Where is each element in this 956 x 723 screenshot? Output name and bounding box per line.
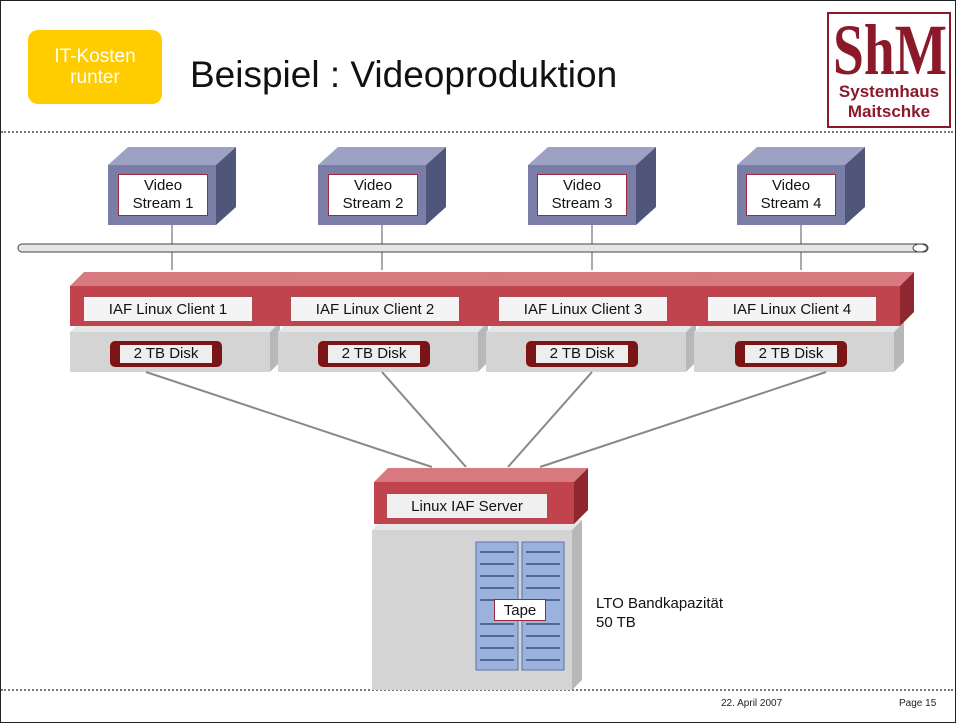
badge-line-1: IT-Kosten: [54, 46, 136, 67]
stream-label-3: Video Stream 3: [537, 174, 627, 216]
logo-line-1: Systemhaus: [838, 82, 940, 101]
stream-3-line-2: Stream 3: [551, 195, 613, 212]
footer-page: Page 15: [899, 698, 937, 709]
stream-3-line-1: Video: [562, 177, 602, 194]
topic-badge: IT-Kosten runter: [28, 30, 162, 104]
capacity-line-2: 50 TB: [596, 614, 636, 631]
client-label-1: IAF Linux Client 1: [83, 296, 253, 322]
network-bus: [17, 243, 929, 253]
client-links: [171, 252, 802, 270]
logo-mark-text: ShM: [833, 12, 947, 82]
stream-label-2: Video Stream 2: [328, 174, 418, 216]
stream-4-line-2: Stream 4: [760, 195, 822, 212]
stream-2-line-1: Video: [353, 177, 393, 194]
server-links: [145, 371, 827, 468]
stream-1-line-1: Video: [143, 177, 183, 194]
logo-mark: ShM: [833, 12, 947, 82]
stream-1-line-2: Stream 1: [132, 195, 194, 212]
capacity-line-1: LTO Bandkapazität: [596, 595, 724, 612]
stream-label-1: Video Stream 1: [118, 174, 208, 216]
client-label-2: IAF Linux Client 2: [290, 296, 460, 322]
client-label-4: IAF Linux Client 4: [707, 296, 877, 322]
stream-4-line-1: Video: [771, 177, 811, 194]
stream-2-line-2: Stream 2: [342, 195, 404, 212]
disk-label-1: 2 TB Disk: [110, 341, 222, 367]
server-label: Linux IAF Server: [386, 493, 548, 519]
stream-links: [171, 225, 802, 244]
stream-label-4: Video Stream 4: [746, 174, 836, 216]
slide-title: Beispiel : Videoproduktion: [190, 54, 618, 95]
badge-line-2: runter: [70, 67, 120, 88]
logo-line-2: Maitschke: [847, 102, 931, 121]
company-logo: ShM Systemhaus Maitschke: [827, 12, 951, 128]
disk-2-text: 2 TB Disk: [327, 345, 421, 363]
disk-4-text: 2 TB Disk: [744, 345, 838, 363]
header-divider: [1, 131, 953, 133]
tape-label: Tape: [494, 599, 546, 621]
disk-label-4: 2 TB Disk: [735, 341, 847, 367]
disk-label-3: 2 TB Disk: [526, 341, 638, 367]
footer-date: 22. April 2007: [721, 698, 783, 709]
disk-1-text: 2 TB Disk: [119, 345, 213, 363]
disk-label-2: 2 TB Disk: [318, 341, 430, 367]
disk-3-text: 2 TB Disk: [535, 345, 629, 363]
client-label-3: IAF Linux Client 3: [498, 296, 668, 322]
